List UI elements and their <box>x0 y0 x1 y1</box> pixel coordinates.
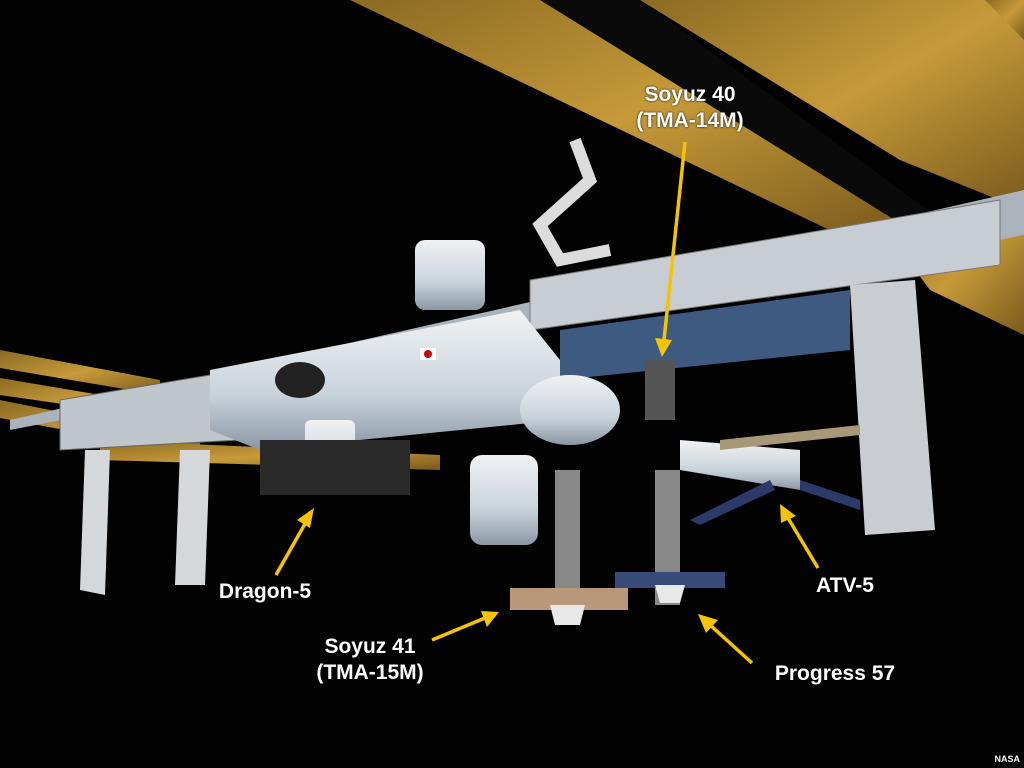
arrow-progress <box>707 622 754 665</box>
station-modules <box>210 240 860 625</box>
arrow-soyuz40 <box>662 141 687 341</box>
label-dragon: Dragon-5 <box>218 580 312 603</box>
pointer-arrows <box>274 141 820 665</box>
arrow-dragon <box>274 521 308 576</box>
label-soyuz40-designation: (TMA-14M) <box>636 109 744 132</box>
robotic-arm <box>532 137 612 267</box>
label-atv: ATV-5 <box>816 574 874 597</box>
label-soyuz40: Soyuz 40 (TMA-14M) <box>615 82 765 134</box>
label-progress: Progress 57 <box>774 662 896 685</box>
label-soyuz41-designation: (TMA-15M) <box>316 661 424 684</box>
arrow-atv <box>786 517 820 569</box>
arrow-soyuz41 <box>431 616 486 642</box>
label-soyuz41-name: Soyuz 41 <box>324 635 416 658</box>
label-soyuz40-name: Soyuz 40 <box>644 83 736 106</box>
nasa-credit: NASA <box>994 754 1020 764</box>
radiators <box>80 280 935 595</box>
label-soyuz41: Soyuz 41 (TMA-15M) <box>290 634 450 686</box>
